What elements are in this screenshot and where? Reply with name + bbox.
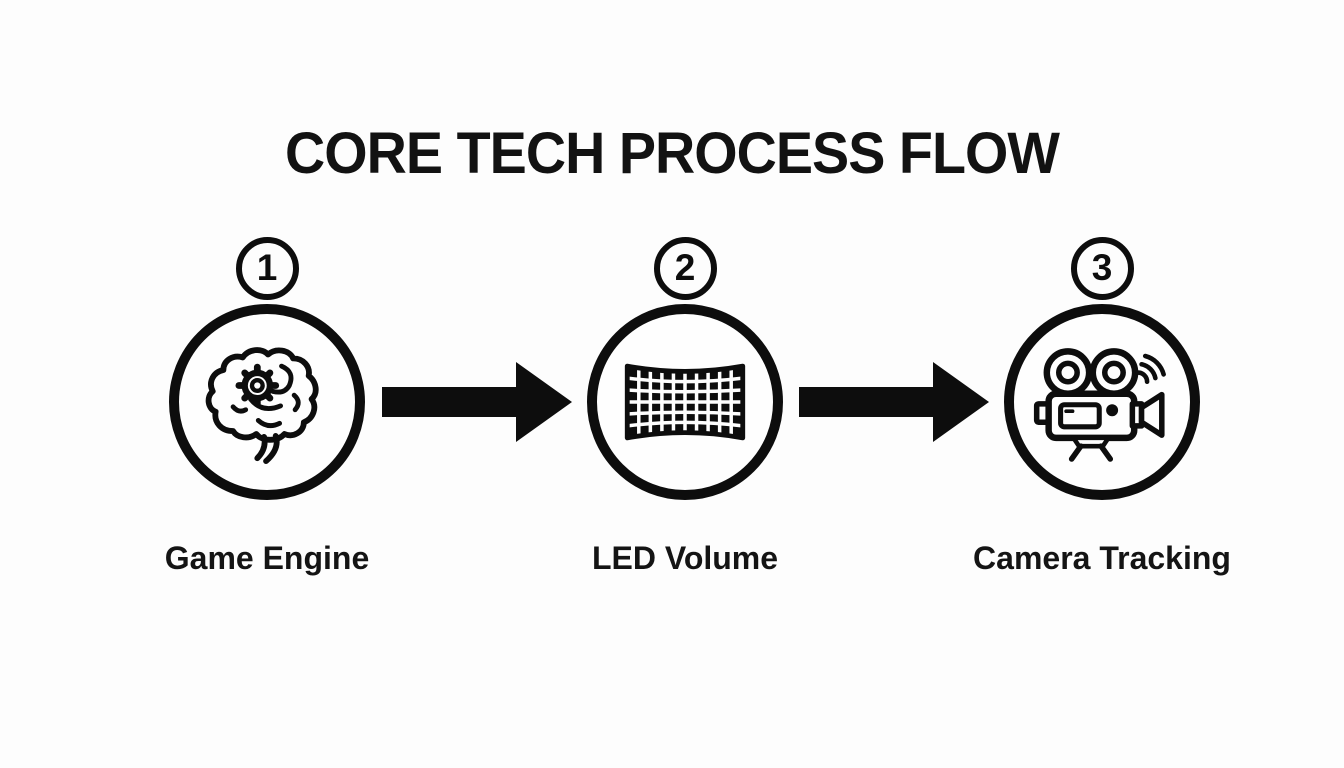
led-volume-icon (615, 346, 755, 458)
page-title: CORE TECH PROCESS FLOW (285, 121, 1060, 186)
step-number-badge: 1 (235, 237, 299, 300)
step-node-circle (169, 304, 365, 500)
step-number: 1 (256, 246, 278, 288)
step-camera-tracking: 3 (973, 237, 1231, 577)
step-label: Game Engine (164, 540, 370, 576)
step-led-volume: 2 (565, 237, 805, 577)
step-number: 3 (1091, 246, 1113, 288)
brain-gear-icon (204, 339, 330, 465)
step-number-badge: 3 (1070, 237, 1134, 300)
step-label: Camera Tracking (973, 540, 1231, 576)
step-node-circle (587, 304, 783, 500)
camera-tracking-icon (1033, 341, 1171, 463)
step-node-circle (1004, 304, 1200, 500)
step-number-badge: 2 (653, 237, 717, 300)
step-game-engine: 1 (147, 237, 387, 577)
step-number: 2 (674, 246, 696, 288)
flow-arrow-icon (799, 362, 989, 442)
flow-arrow-icon (382, 362, 572, 442)
step-label: LED Volume (591, 540, 779, 576)
